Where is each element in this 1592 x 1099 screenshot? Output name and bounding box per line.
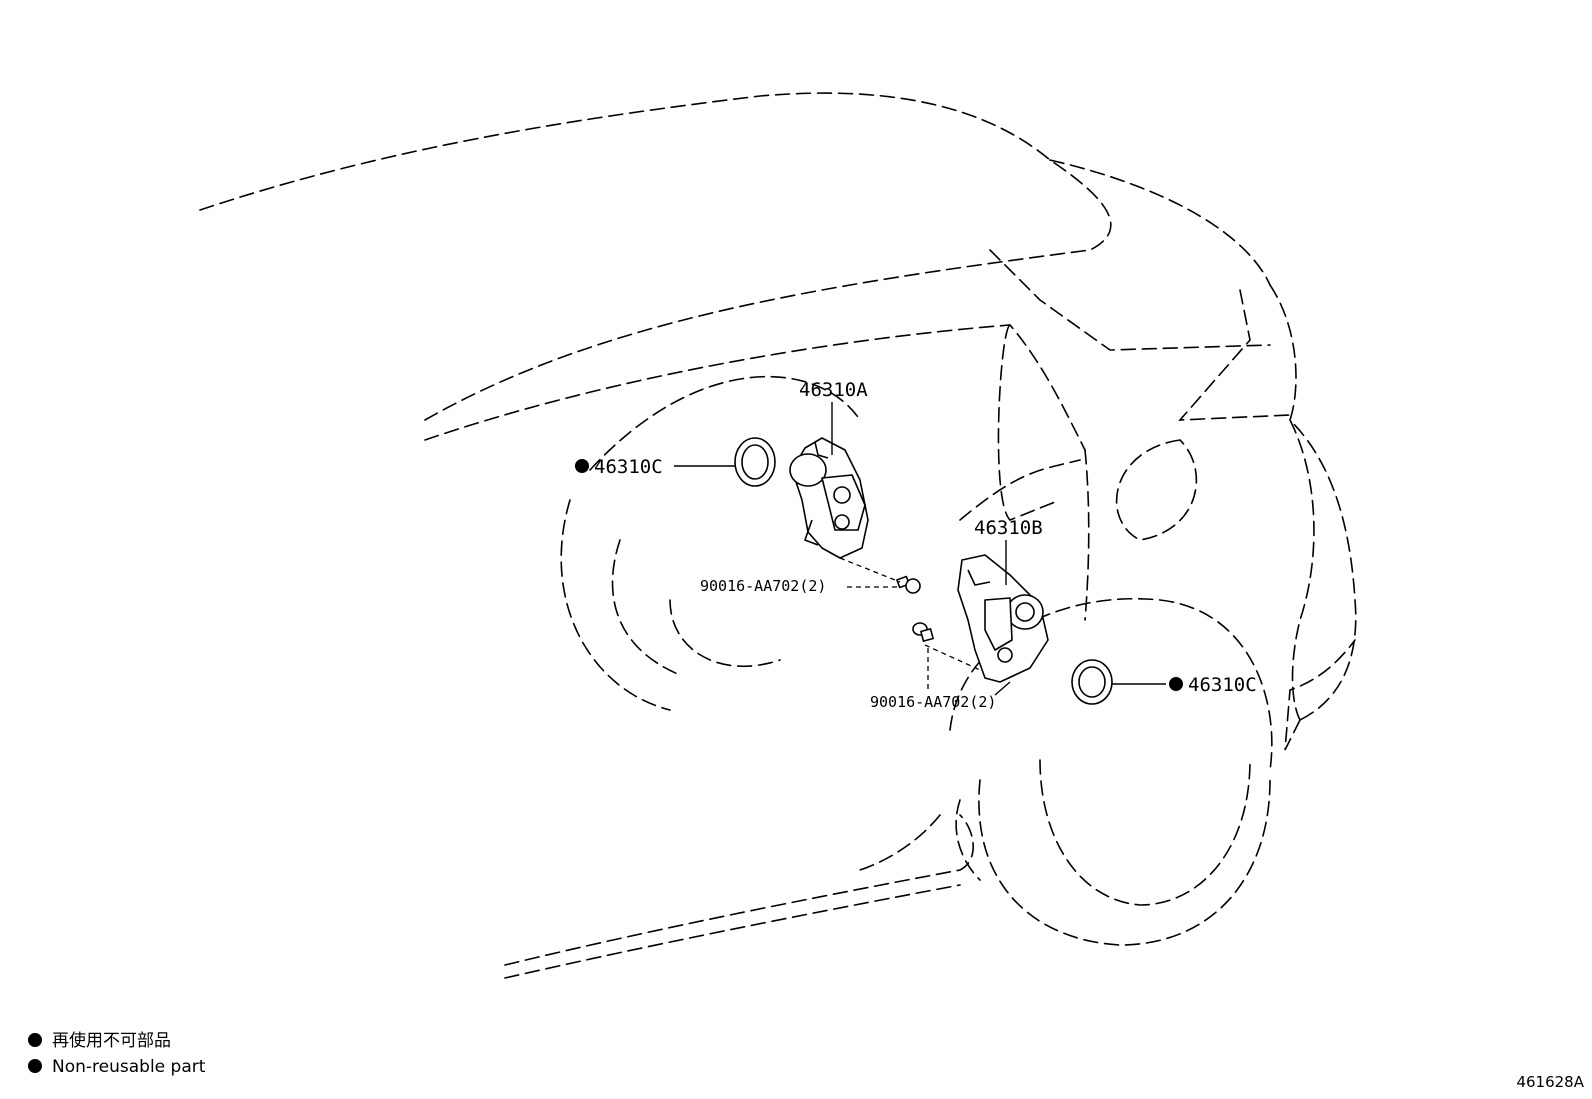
- actuator-46310a: [789, 437, 869, 559]
- non-reusable-marker-right: [1169, 677, 1183, 691]
- label-bolt-upper: 90016-AA702(2): [700, 577, 826, 595]
- actuator-46310b: [957, 554, 1049, 683]
- leader-lines: [674, 402, 1166, 696]
- seal-ring-left: [734, 437, 776, 487]
- label-46310c-left: 46310C: [594, 456, 663, 478]
- bolt-lower: [912, 622, 934, 642]
- label-46310b: 46310B: [974, 517, 1043, 539]
- non-reusable-bullet-icon: [28, 1059, 42, 1073]
- label-46310a: 46310A: [799, 379, 868, 401]
- legend-item-japanese: 再使用不可部品: [28, 1030, 171, 1052]
- seal-ring-right: [1071, 659, 1113, 705]
- label-bolt-lower: 90016-AA702(2): [870, 693, 996, 711]
- legend-item-english: Non-reusable part: [28, 1056, 205, 1078]
- non-reusable-marker-left: [575, 459, 589, 473]
- label-46310c-right: 46310C: [1188, 674, 1257, 696]
- diagram-reference-code: 461628A: [1516, 1073, 1584, 1091]
- non-reusable-bullet-icon: [28, 1033, 42, 1047]
- legend-label: Non-reusable part: [52, 1057, 206, 1077]
- callouts: 46310C 46310A 46310B 90016-AA702(2) 9001…: [575, 379, 1257, 711]
- legend-label: 再使用不可部品: [52, 1031, 171, 1051]
- bolt-upper: [896, 575, 921, 594]
- vehicle-outline: [199, 92, 1357, 979]
